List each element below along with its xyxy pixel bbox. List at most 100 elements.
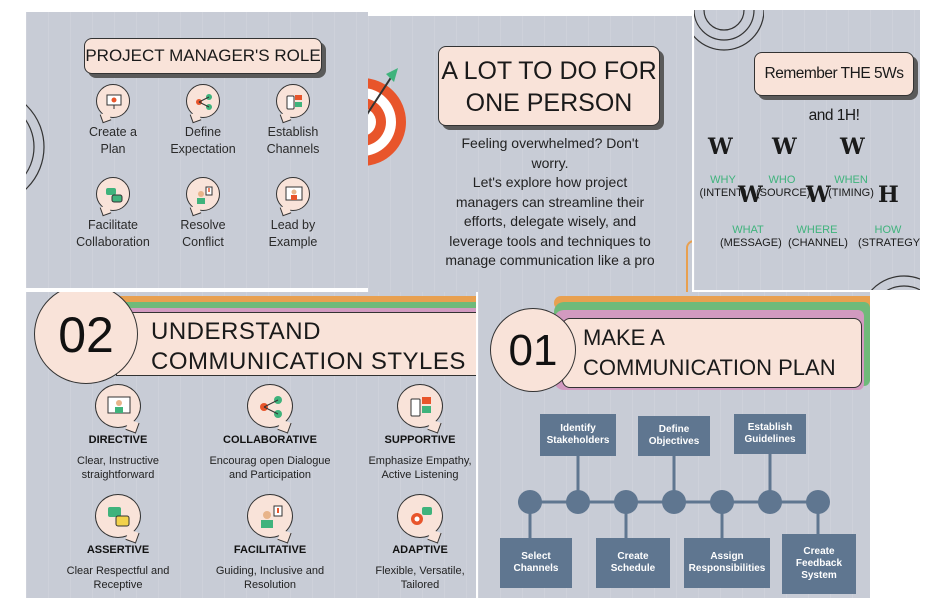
role-establish-channels: Establish Channels [248,84,338,158]
panel1-title: PROJECT MANAGER'S ROLE [84,38,322,74]
role-define-expectation: Define Expectation [158,84,248,158]
panel-project-manager-role: PROJECT MANAGER'S ROLE Create a Plan Def… [26,12,368,288]
person-alert-icon [186,177,220,211]
style-desc: Clear Respectful and Receptive [48,564,188,592]
presenter-icon [95,384,141,428]
style-desc-line: Flexible, Versatile, [375,565,465,577]
step-number-badge: 02 [34,292,138,384]
style-desc-line: and Participation [229,469,311,481]
box-line: Create [803,546,835,557]
panel2-title: A LOT TO DO FOR ONE PERSON [438,46,660,126]
style-desc: Clear, Instructive straightforward [48,454,188,482]
body-line: efforts, delegate wisely, and [463,213,637,229]
box-line: Define [658,424,690,435]
panel5-title-line1: MAKE A [583,325,665,350]
decorative-stripe [686,240,692,292]
box-line: Objectives [648,436,700,447]
box-line: Create [617,551,649,562]
label-who: WHO (SOURCE) [756,174,810,200]
label-word: HOW [874,224,902,236]
step-number-badge: 01 [490,308,576,392]
box-line: Feedback [795,558,843,569]
body-line: worry. [531,154,569,171]
style-name: DIRECTIVE [88,434,148,446]
panel5-title: MAKE A COMMUNICATION PLAN [562,318,862,388]
box-line: Assign [710,551,744,562]
label-word: WHY [710,174,736,186]
style-directive: DIRECTIVE Clear, Instructive straightfor… [48,384,188,482]
body-line: managers can streamline their [455,193,645,210]
panel2-title-line2: ONE PERSON [465,89,633,117]
gear-chat-icon [397,494,443,538]
style-collaborative: COLLABORATIVE Encourag open Dialogue and… [192,384,348,482]
style-desc: Guiding, Inclusive and Resolution [192,564,348,592]
label-where: WHERE (CHANNEL) [788,224,848,250]
label-when: WHEN (TIMING) [826,174,876,200]
label-word: WHEN [834,174,868,186]
role-label-2: Channels [266,142,320,156]
flow-node [518,490,542,514]
style-desc: Encourag open Dialogue and Participation [192,454,348,482]
box-line: Guidelines [744,434,796,445]
style-name: SUPPORTIVE [384,434,456,446]
decorative-arcs [694,10,764,51]
style-name: FACILITATIVE [233,544,307,556]
box-line: Schedule [610,563,656,574]
person-board-icon [96,84,130,118]
role-label-1: Define [184,125,222,139]
style-desc-line: Tailored [400,579,440,591]
box-line: Establish [747,422,793,433]
box-line: Stakeholders [546,435,610,446]
role-label-1: Facilitate [87,218,139,232]
flow-node [614,490,638,514]
style-desc-line: Guiding, Inclusive and [215,565,325,577]
panel4-title-line2: COMMUNICATION STYLES [151,348,466,375]
role-label-1: Create a [89,125,137,139]
label-sub: (MESSAGE) [720,237,782,249]
style-adaptive: ADAPTIVE Flexible, Versatile, Tailored [342,494,476,592]
decorative-arcs [871,275,920,290]
flow-node [566,490,590,514]
style-desc-line: Encourag open Dialogue [209,455,331,467]
style-name: COLLABORATIVE [223,434,317,446]
letter-w-why: W [708,134,733,160]
panel3-title: Remember THE 5Ws and 1H! [754,52,914,124]
body-line: manage communication like a pro [445,252,655,268]
style-desc-line: Clear Respectful and [66,565,170,577]
body-line: Let's explore how project [472,174,628,190]
role-label-2: Collaboration [76,235,150,249]
panel5-title-line2: COMMUNICATION PLAN [583,355,836,380]
style-desc: Emphasize Empathy, Active Listening [342,454,476,482]
flow-node [806,490,830,514]
style-supportive: SUPPORTIVE Emphasize Empathy, Active Lis… [342,384,476,482]
style-desc-line: Resolution [244,579,296,591]
network-icon [186,84,220,118]
body-line: Feeling overwhelmed? Don't [461,135,639,151]
network-icon [247,384,293,428]
label-what: WHAT (MESSAGE) [720,224,782,250]
box-line: System [801,570,837,581]
style-desc-line: Active Listening [381,469,459,481]
box-line: Identify [560,423,596,434]
panel4-title: UNDERSTAND COMMUNICATION STYLES [116,312,476,376]
person-alert-icon [247,494,293,538]
box-line: Select [521,551,551,562]
panel4-title-line1: UNDERSTAND [151,318,321,345]
letter-w-what: W [738,182,763,208]
phone-chat-icon [276,84,310,118]
role-label-2: Plan [100,142,126,156]
style-desc-line: straightforward [81,469,155,481]
style-name: ASSERTIVE [86,544,150,556]
label-how: HOW (STRATEGY) [858,224,920,250]
letter-h-how: H [878,182,899,208]
presenter-icon [276,177,310,211]
role-lead-by-example: Lead by Example [248,177,338,251]
role-label-2: Conflict [182,235,224,249]
box-line: Channels [513,563,559,574]
label-sub: (INTENT) [699,187,747,199]
